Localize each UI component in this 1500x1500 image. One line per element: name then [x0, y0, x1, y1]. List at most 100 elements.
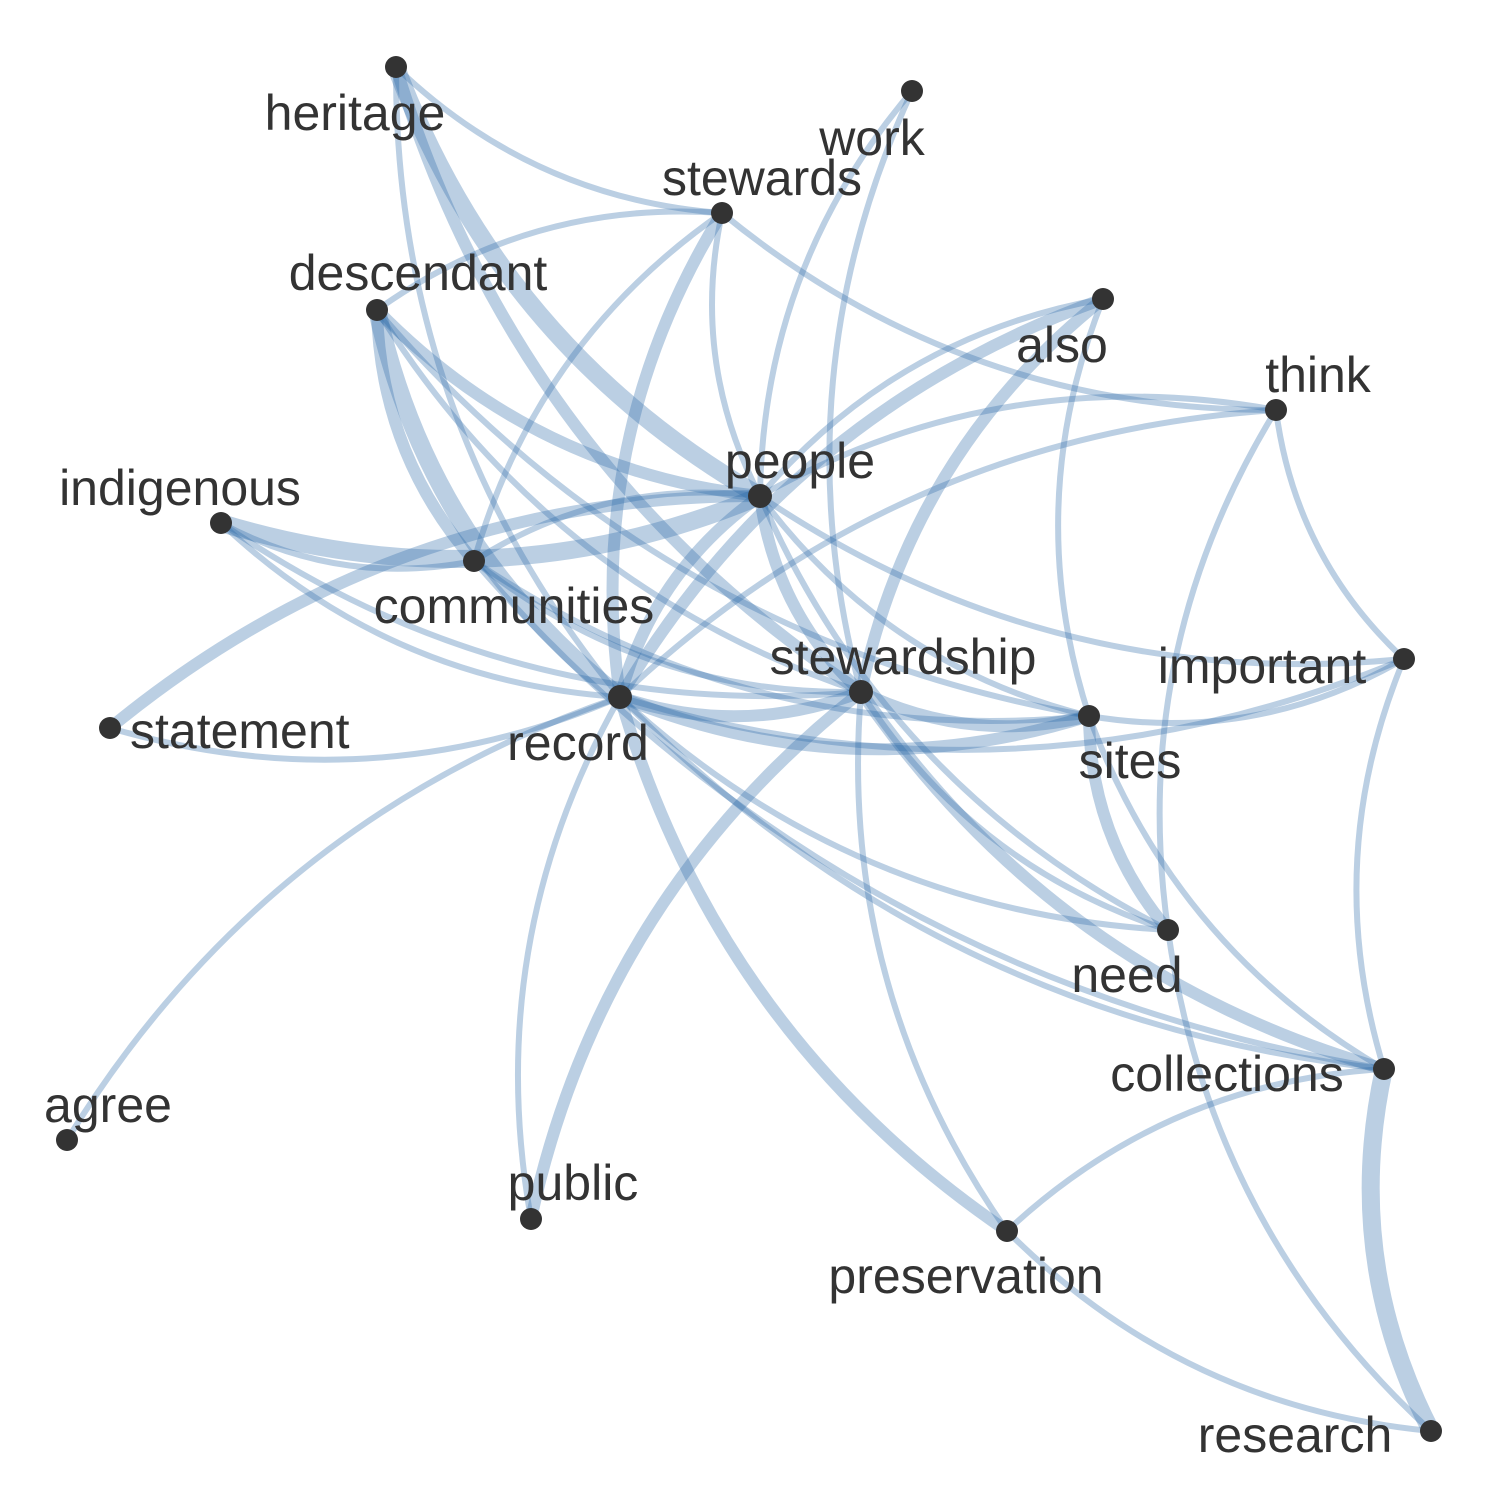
edge-record-need: [617, 694, 1171, 933]
node-descendant: [366, 299, 388, 321]
label-need: need: [1071, 947, 1182, 1003]
node-public: [520, 1208, 542, 1230]
edge-important-collections: [1353, 656, 1407, 1072]
edge-heritage-people: [387, 58, 769, 505]
edge-sites-collections: [1086, 713, 1387, 1072]
edge-preservation-research: [1004, 1228, 1434, 1434]
label-important: important: [1158, 638, 1367, 694]
edge-people-communities: [471, 489, 763, 564]
edge-heritage-record: [392, 64, 623, 700]
edge-heritage-stewards: [393, 64, 725, 216]
edge-think-people: [757, 393, 1279, 499]
label-preservation: preservation: [828, 1248, 1103, 1304]
label-heritage: heritage: [265, 85, 446, 141]
node-stewards: [711, 202, 733, 224]
label-communities: communities: [374, 578, 655, 634]
node-also: [1092, 288, 1114, 310]
edge-need-research: [1165, 927, 1434, 1434]
edge-record-sites: [614, 691, 1095, 756]
node-sites: [1078, 705, 1100, 727]
label-indigenous: indigenous: [59, 460, 301, 516]
label-people: people: [725, 433, 875, 489]
edge-record-preservation: [614, 691, 1013, 1237]
nodes-layer: [56, 56, 1442, 1442]
edge-stewards-record: [606, 207, 728, 703]
edge-people-stewardship: [754, 490, 867, 698]
node-think: [1265, 399, 1287, 421]
node-indigenous: [210, 512, 232, 534]
edge-sites-need: [1083, 710, 1174, 936]
node-preservation: [996, 1220, 1018, 1242]
edge-descendant-communities: [371, 304, 480, 567]
node-agree: [56, 1129, 78, 1151]
edge-stewardship-preservation: [855, 689, 1010, 1234]
edge-also-record: [614, 293, 1109, 703]
edge-indigenous-stewardship: [218, 520, 864, 700]
label-sites: sites: [1079, 733, 1182, 789]
edge-heritage-stewardship: [390, 61, 867, 698]
label-research: research: [1198, 1407, 1393, 1463]
edge-also-sites: [1055, 296, 1106, 719]
edge-descendant-stewardship: [374, 307, 864, 695]
edge-collections-preservation: [1004, 1066, 1387, 1234]
edge-stewards-people: [709, 210, 763, 499]
label-descendant: descendant: [289, 245, 548, 301]
node-need: [1157, 919, 1179, 941]
edge-think-record: [617, 407, 1279, 700]
edge-record-collections: [617, 694, 1387, 1072]
edge-record-public: [515, 694, 623, 1222]
edge-indigenous-record: [218, 520, 623, 700]
node-heritage: [385, 56, 407, 78]
node-important: [1393, 648, 1415, 670]
edge-work-stewardship: [826, 88, 915, 695]
edge-people-need: [757, 493, 1171, 933]
label-public: public: [508, 1155, 639, 1211]
edge-people-sites: [757, 493, 1092, 719]
edge-people-statement: [104, 489, 766, 734]
edge-stewardship-sites: [855, 686, 1095, 733]
node-communities: [463, 550, 485, 572]
edge-indigenous-communities: [218, 520, 477, 572]
edge-indigenous-people: [212, 487, 769, 568]
edge-stewards-think: [719, 210, 1279, 414]
label-stewardship: stewardship: [770, 629, 1037, 685]
edge-communities-collections: [471, 558, 1387, 1072]
label-statement: statement: [130, 703, 350, 759]
edge-collections-research: [1361, 1060, 1440, 1440]
edge-record-stewardship: [614, 686, 867, 723]
edge-communities-sites: [471, 558, 1092, 724]
edge-think-important: [1273, 407, 1407, 662]
label-also: also: [1016, 317, 1108, 373]
edge-stewardship-public: [525, 686, 867, 1225]
node-work: [901, 80, 923, 102]
edge-sites-important: [1086, 656, 1407, 726]
edge-people-record: [614, 490, 766, 703]
edges-layer: [64, 58, 1440, 1440]
node-record: [608, 685, 632, 709]
label-record: record: [507, 715, 649, 771]
edge-descendant-people: [371, 304, 766, 502]
edge-think-need: [1156, 407, 1279, 933]
label-collections: collections: [1110, 1046, 1343, 1102]
label-stewards: stewards: [662, 150, 862, 206]
edge-descendant-record: [368, 301, 629, 706]
edge-also-people: [757, 296, 1106, 499]
edge-stewardship-need: [858, 689, 1171, 933]
edge-stewards-communities: [471, 210, 725, 564]
edge-statement-record: [107, 694, 623, 763]
edge-also-stewardship: [855, 293, 1109, 698]
node-stewardship: [849, 680, 873, 704]
node-research: [1420, 1420, 1442, 1442]
edge-record-important: [617, 656, 1407, 753]
label-agree: agree: [44, 1077, 172, 1133]
edge-communities-stewardship: [471, 558, 864, 696]
node-collections: [1373, 1058, 1395, 1080]
edge-people-important: [757, 493, 1407, 668]
node-statement: [99, 717, 121, 739]
edge-stewardship-collections: [855, 686, 1390, 1075]
label-think: think: [1265, 347, 1372, 403]
edge-work-people: [757, 88, 915, 499]
label-work: work: [818, 110, 926, 166]
